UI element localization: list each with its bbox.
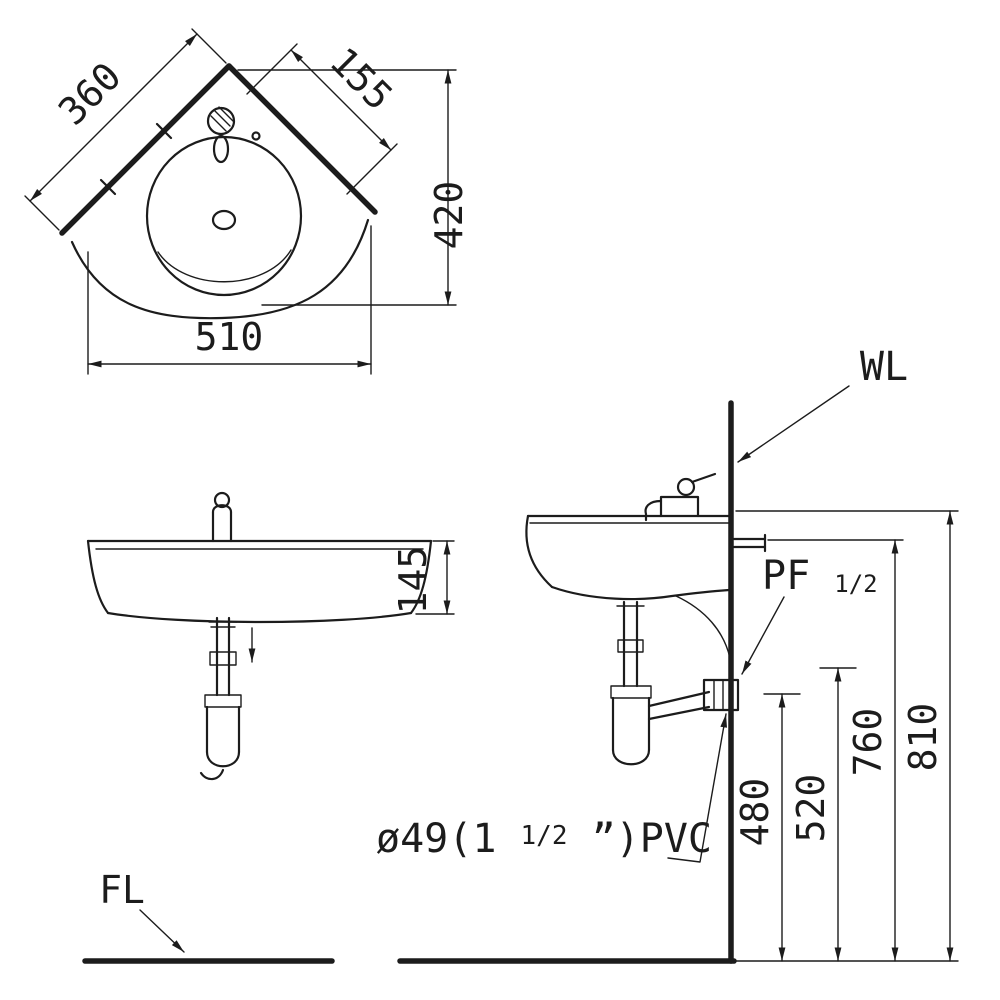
extension-line	[346, 143, 398, 195]
fitting-label: PF 1/2	[762, 553, 878, 599]
dim-420-group: 420	[237, 69, 471, 306]
wall-line-leader	[737, 385, 850, 463]
basin-left-side	[86, 539, 110, 615]
trap-bottom	[611, 748, 651, 766]
front-view: 145	[86, 491, 455, 781]
faucet-handle	[676, 477, 696, 497]
supply-curve	[675, 595, 731, 659]
basin-right-side	[409, 539, 433, 615]
faucet-spout-side	[644, 499, 663, 522]
dim-510-label: 510	[195, 315, 264, 359]
outlet-pipe	[647, 705, 711, 721]
extension-line	[24, 195, 60, 231]
dim-145-label: 145	[391, 546, 435, 615]
faucet-hatch	[210, 115, 227, 132]
dim-760-group: 760	[767, 539, 904, 962]
overflow-hole	[251, 131, 261, 141]
floor-line-label: FL	[99, 868, 145, 912]
fitting-label-prefix: PF	[762, 553, 810, 599]
pipe-size-label: ø49(1 1/2 ”)PVC	[376, 808, 712, 862]
dim-480-group: 480	[733, 693, 801, 962]
coupling-nut	[209, 651, 237, 666]
side-view: WL PF 1/2	[82, 344, 959, 964]
trap-nut	[610, 685, 652, 699]
pipe-label-suffix: ”)PVC	[592, 816, 712, 862]
dim-810-group: 810	[735, 510, 959, 962]
coupling-nut	[617, 639, 644, 653]
faucet-plan-icon	[206, 106, 236, 136]
dim-155-group: 155	[246, 39, 401, 195]
fitting-label-fraction: 1/2	[834, 570, 877, 598]
pipe-label-prefix: ø49(1	[376, 816, 496, 862]
wall-fitting	[702, 678, 740, 712]
floor-line-leader	[139, 909, 185, 953]
dim-360-group: 360	[24, 28, 227, 231]
bowl-inner-lip	[157, 249, 292, 283]
dim-510-group: 510	[87, 225, 372, 375]
dim-810-label: 810	[901, 703, 945, 772]
pipe-label-fraction: 1/2	[521, 821, 568, 851]
dim-520-group: 520	[789, 667, 857, 962]
trap-hook	[199, 768, 225, 781]
faucet-knob	[213, 491, 231, 509]
dim-155-label: 155	[321, 39, 401, 119]
faucet-hatch	[218, 106, 234, 122]
outlet-pipe	[647, 690, 711, 708]
basin-bottom-edge	[106, 611, 413, 624]
faucet-body-side	[659, 495, 700, 518]
dim-145-group: 145	[391, 540, 455, 615]
wall-line-label: WL	[860, 344, 908, 390]
fitting-leader	[741, 596, 785, 675]
basin-underside	[550, 585, 731, 601]
basin-outline	[70, 218, 370, 320]
extension-line	[246, 43, 298, 95]
faucet-spout-plan	[212, 134, 230, 164]
dim-520-label: 520	[789, 774, 833, 843]
top-view: 360 155 420 510	[24, 28, 471, 375]
dim-760-label: 760	[846, 708, 890, 777]
faucet-hatch	[214, 110, 231, 127]
drain-hole	[211, 209, 237, 231]
pipe-label-leader	[667, 713, 728, 863]
dim-480-label: 480	[733, 778, 777, 847]
faucet-lever	[690, 472, 717, 484]
trap-nut	[204, 694, 242, 708]
basin-front-profile	[525, 514, 554, 589]
faucet-cap	[211, 504, 233, 514]
dim-420-label: 420	[427, 181, 471, 250]
dimension-line	[29, 33, 198, 202]
dimension-line	[290, 49, 392, 151]
dim-360-label: 360	[50, 54, 130, 134]
trap-bottom	[205, 750, 241, 768]
extension-line	[191, 28, 227, 64]
